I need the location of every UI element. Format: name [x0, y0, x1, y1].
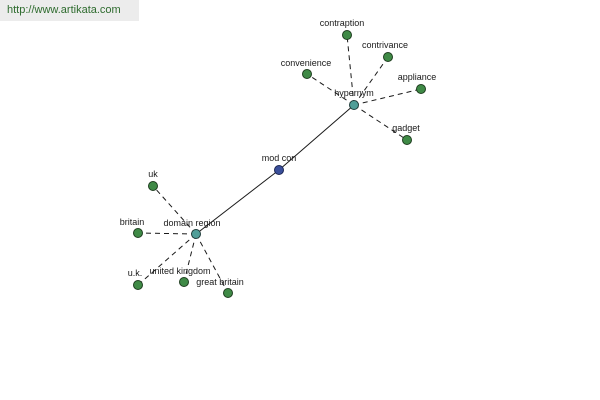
edge-hypernym-contrivance	[353, 56, 389, 106]
edge-domain-region-britain	[137, 232, 197, 235]
node-uk[interactable]	[148, 181, 158, 191]
label-hypernym: hypernym	[334, 88, 374, 98]
node-gadget[interactable]	[402, 135, 412, 145]
node-mod-con[interactable]	[274, 165, 284, 175]
label-uk: uk	[148, 169, 158, 179]
node-convenience[interactable]	[302, 69, 312, 79]
label-appliance: appliance	[398, 72, 437, 82]
label-contraption: contraption	[320, 18, 365, 28]
source-watermark[interactable]: http://www.artikata.com	[0, 0, 139, 21]
node-britain[interactable]	[133, 228, 143, 238]
edge-hypernym-appliance	[353, 88, 422, 106]
label-convenience: convenience	[281, 58, 332, 68]
edge-hypernym-convenience	[306, 73, 355, 106]
node-contrivance[interactable]	[383, 52, 393, 62]
node-great-britain[interactable]	[223, 288, 233, 298]
label-great-britain: great britain	[196, 277, 244, 287]
edge-domain-region-u-k	[137, 233, 197, 286]
label-mod-con: mod con	[262, 153, 297, 163]
node-u-k[interactable]	[133, 280, 143, 290]
edge-domain-region-uk	[152, 185, 197, 235]
label-domain-region: domain region	[163, 218, 220, 228]
edge-hypernym-contraption	[346, 34, 355, 106]
edge-hypernym-gadget	[353, 104, 408, 141]
label-contrivance: contrivance	[362, 40, 408, 50]
edge-mod-con-hypernym	[278, 104, 355, 171]
label-gadget: gadget	[392, 123, 420, 133]
label-united-kingdom: united kingdom	[149, 266, 210, 276]
node-united-kingdom[interactable]	[179, 277, 189, 287]
label-britain: britain	[120, 217, 145, 227]
node-hypernym[interactable]	[349, 100, 359, 110]
node-domain-region[interactable]	[191, 229, 201, 239]
edge-domain-region-great-britain	[195, 233, 229, 294]
node-contraption[interactable]	[342, 30, 352, 40]
label-u-k: u.k.	[128, 268, 143, 278]
edge-mod-con-domain-region	[195, 169, 280, 235]
node-appliance[interactable]	[416, 84, 426, 94]
